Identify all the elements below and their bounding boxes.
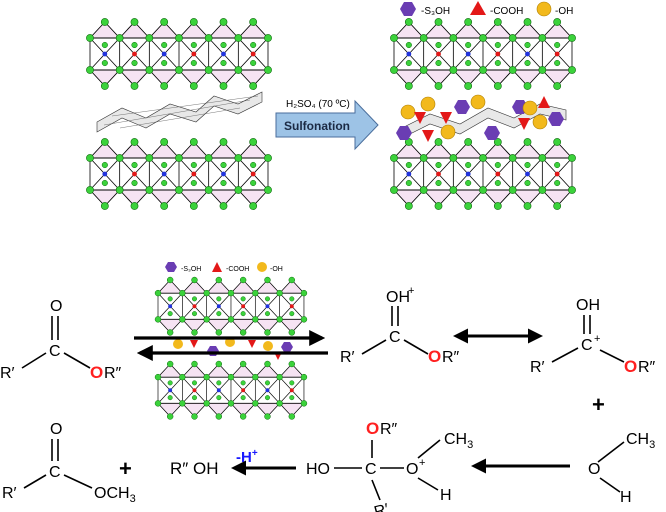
sulfonic-group [396, 126, 412, 140]
catalyst-functional-groups [173, 337, 293, 360]
hydroxyl-group [522, 100, 538, 116]
carbocation-carbon: C [581, 337, 593, 354]
ester-r2: R″ [104, 365, 122, 382]
reaction-condition: H₂SO₄ (70 ºC) [286, 99, 350, 110]
sulfonic-group [548, 112, 564, 126]
carboxyl-group [414, 112, 426, 124]
catalyst-clay-upper [154, 276, 308, 336]
hydroxyl-circle-icon [536, 1, 552, 17]
legend-sulfonic-label: -S₃OH [421, 6, 450, 17]
protonated-plus: + [408, 285, 414, 297]
tetrahedral-plus: + [419, 457, 425, 469]
methyl-ester-product: O C R′ OCH3 [2, 421, 136, 505]
tetrahedral-sub3: 3 [467, 439, 473, 451]
sulfonic-group [484, 126, 500, 140]
deprotonation-label: -H+ [236, 448, 258, 466]
carbocation-oh: OH [576, 297, 600, 314]
tetrahedral-ho: HO [306, 461, 330, 478]
hydroxyl-group [532, 114, 548, 130]
tetrahedral-r1: R′ [372, 501, 390, 512]
protonated-ester: OH + C R′ O R″ [340, 285, 460, 366]
product-och: OCH [94, 485, 130, 502]
catalyst-legend-sulfonic: -S₃OH [181, 266, 201, 273]
hydroxyl-group [440, 124, 456, 140]
methanol-ch3: CH3 [626, 431, 655, 451]
clay-layer-upper-left [86, 18, 272, 90]
tetrahedral-red-oxygen: O [366, 419, 379, 438]
tetrahedral-carbon: C [365, 461, 377, 478]
catalyst-legend: -S₃OH -COOH -OH [165, 262, 283, 273]
product-sub3: 3 [130, 493, 136, 505]
methanol-sub3: 3 [649, 439, 655, 451]
catalyst-legend-hydroxyl: -OH [270, 266, 283, 273]
top-legend: -S₃OH -COOH -OH [400, 1, 573, 17]
tetrahedral-ch: CH [444, 431, 467, 448]
carbocation-r1: R′ [530, 359, 545, 376]
protonated-r2: R″ [442, 349, 460, 366]
carboxyl-group [422, 130, 434, 142]
sulfonic-group [454, 100, 470, 114]
protonated-carbon: C [389, 329, 401, 346]
product-r1: R′ [2, 485, 17, 502]
tetrahedral-intermediate: O R″ HO C O + CH3 H R′ [306, 419, 473, 512]
sulfonic-hexagon-icon [165, 262, 177, 272]
legend-hydroxyl-label: -OH [555, 6, 573, 17]
hydroxyl-group [400, 104, 416, 120]
methanol-oxygen: O [588, 461, 600, 478]
methanol: O CH3 H [588, 431, 655, 506]
clay-layer-upper-right [390, 18, 576, 90]
hydroxyl-group [470, 94, 486, 110]
plus-sign-right: + [592, 392, 605, 417]
pristine-clay-structure [86, 18, 272, 210]
clay-layer-lower-right [390, 138, 576, 210]
protonated-r1: R′ [340, 349, 355, 366]
graphene-sheets-left [96, 91, 263, 133]
tetrahedral-r2: R″ [380, 421, 398, 438]
sulfonation-label: Sulfonation [284, 119, 350, 133]
ester-carbonyl-oxygen: O [50, 298, 62, 315]
deprotonation-text: -H [236, 449, 252, 466]
alcohol-product: R″ OH [170, 459, 219, 478]
methanol-h: H [620, 489, 632, 506]
carboxyl-group [538, 96, 550, 108]
protonated-oh: OH [386, 289, 410, 306]
sulfonated-clay-structure: -S₃OH -COOH -OH [390, 1, 576, 210]
ester-r1: R′ [0, 365, 15, 382]
legend-carboxyl-label: -COOH [490, 6, 523, 17]
sulfonic-hexagon-icon [400, 2, 416, 16]
carboxyl-triangle-icon [470, 1, 486, 15]
sulfonation-arrow: H₂SO₄ (70 ºC) Sulfonation [275, 99, 379, 151]
carboxyl-group [440, 112, 452, 124]
catalyst-clay-lower [154, 360, 308, 420]
tetrahedral-ch3: CH3 [444, 431, 473, 451]
carboxyl-group [518, 118, 530, 130]
carbocation-r2: R″ [638, 359, 656, 376]
product-carbonyl-oxygen: O [50, 421, 62, 438]
carbocation: OH C + R′ O R″ [530, 297, 656, 376]
tetrahedral-h: H [440, 487, 452, 504]
ester-carbon: C [49, 343, 61, 360]
protonated-red-oxygen: O [428, 347, 441, 366]
methanol-ch: CH [626, 431, 649, 448]
catalyst-composite: -S₃OH -COOH -OH [134, 262, 328, 420]
carbocation-red-oxygen: O [624, 357, 637, 376]
deprotonation-step: -H+ [231, 448, 296, 476]
ester-red-oxygen: O [90, 363, 103, 382]
hydroxyl-group [420, 96, 436, 112]
catalyst-legend-carboxyl: -COOH [226, 266, 249, 273]
plus-sign-left: + [119, 456, 132, 481]
tetrahedral-oxygen: O [406, 461, 418, 478]
product-och3: OCH3 [94, 485, 136, 505]
clay-layer-lower-left [86, 138, 272, 210]
hydroxyl-circle-icon [257, 262, 267, 272]
functional-groups [396, 94, 564, 142]
block-arrow-shape [275, 99, 379, 151]
product-carbon: C [49, 464, 61, 481]
carbocation-plus: + [594, 333, 600, 345]
deprotonation-plus: + [252, 448, 258, 459]
carboxyl-triangle-icon [212, 262, 222, 272]
ester-molecule: O C R′ O R″ [0, 298, 122, 382]
